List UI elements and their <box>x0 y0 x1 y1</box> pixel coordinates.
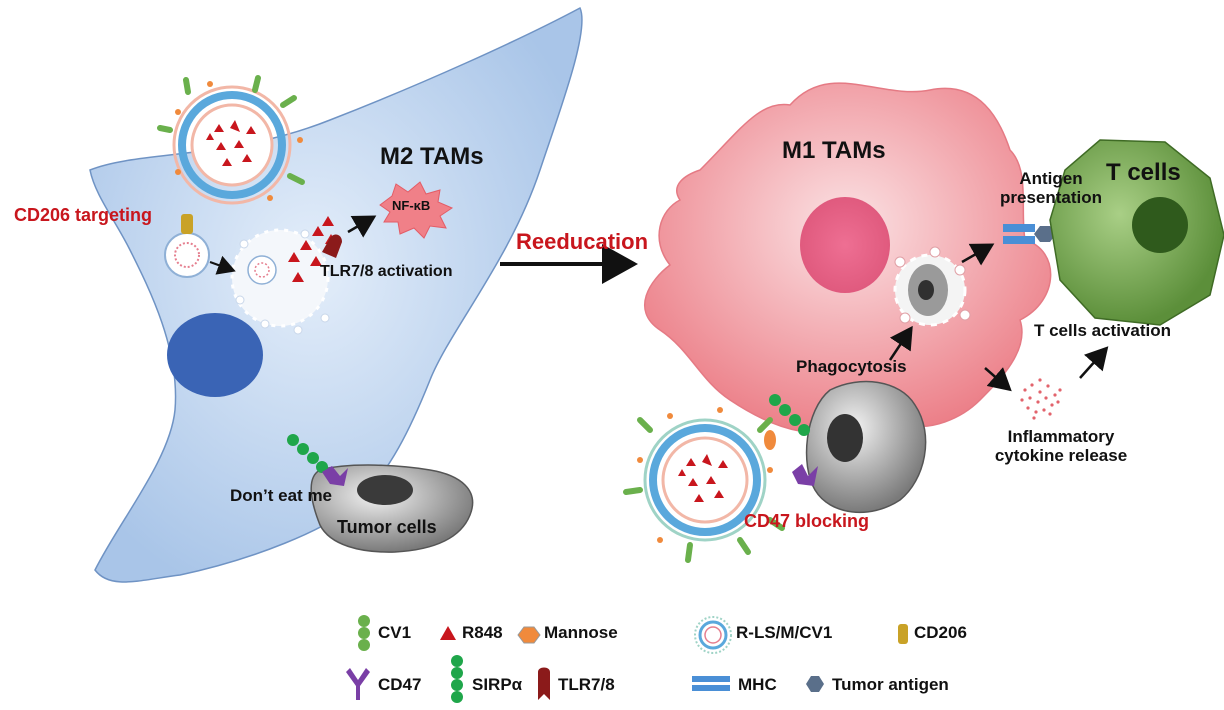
legend-tumor-antigen-label: Tumor antigen <box>832 675 949 694</box>
tumor-antigen <box>1034 226 1056 242</box>
sirpa-right <box>769 394 810 436</box>
endosome-dots <box>235 229 330 335</box>
legend-cv1-icon <box>358 615 370 651</box>
cd47-left <box>322 466 348 486</box>
legend-sirpa-label: SIRPα <box>472 675 523 694</box>
legend-cd47-label: CD47 <box>378 675 422 694</box>
t-cells-activation-label: T cells activation <box>1034 321 1171 340</box>
legend-cv1-label: CV1 <box>378 623 412 642</box>
nfkb-label: NF-κB <box>392 198 431 213</box>
legend-tlr78-label: TLR7/8 <box>558 675 615 694</box>
mhc <box>1003 224 1035 232</box>
antigen-presentation-line2: presentation <box>999 187 1103 207</box>
tlr78-receptor <box>322 234 342 258</box>
endocytosed-nanoparticle <box>164 232 210 278</box>
reeducation-label: Reeducation <box>516 229 649 254</box>
nanoparticle-bottom <box>623 407 785 563</box>
legend-cd47-icon <box>346 668 370 700</box>
legend-nanoparticle-label: R-LS/M/CV1 <box>736 623 833 642</box>
cd47-right <box>792 464 818 486</box>
cd206-receptor <box>181 214 193 234</box>
tumor-cells-label: Tumor cells <box>337 517 437 537</box>
t-cells-label: T cells <box>1106 159 1181 186</box>
m2-tams-label: M2 TAMs <box>380 143 484 170</box>
cytokine-cloud <box>1020 378 1062 420</box>
inflammatory-line1: Inflammatory <box>1007 427 1115 446</box>
legend-tumor-antigen-icon <box>806 676 824 692</box>
mannose-receptor-right <box>764 430 776 450</box>
antigen-presentation-line1: Antigen <box>1019 169 1083 188</box>
m2-nucleus <box>167 313 263 397</box>
inflammatory-cytokine-label: Inflammatory cytokine release <box>976 427 1146 465</box>
legend-mhc-label: MHC <box>738 675 777 694</box>
dont-eat-me-label: Don’t eat me <box>230 486 333 505</box>
m1-nucleus <box>800 197 890 293</box>
cd47-blocking-label: CD47 blocking <box>744 511 870 531</box>
tlr-activation-label: TLR7/8 activation <box>320 263 453 280</box>
tumor-cell-right <box>805 380 927 513</box>
antigen-presentation-label: Antigen presentation <box>982 169 1120 207</box>
legend-mannose-label: Mannose <box>544 623 618 642</box>
sirpa-left <box>287 434 328 473</box>
legend-cd206-icon <box>898 624 908 644</box>
legend-sirpa-icon <box>451 655 463 703</box>
legend-r848-icon <box>440 626 456 640</box>
legend-r848-label: R848 <box>462 623 503 642</box>
m1-tams-label: M1 TAMs <box>782 137 886 164</box>
legend-mannose-icon <box>517 626 541 644</box>
inflammatory-line2: cytokine release <box>994 445 1128 465</box>
legend-mhc-icon <box>692 676 730 682</box>
legend-tlr78-icon <box>538 667 550 700</box>
cd206-targeting-label: CD206 targeting <box>14 205 153 225</box>
legend-cd206-label: CD206 <box>914 623 967 642</box>
nfkb-starburst <box>379 181 454 239</box>
m2-endosome <box>230 228 330 328</box>
tumor-cell-left <box>310 464 474 553</box>
nanoparticle-top <box>157 75 305 205</box>
phagocytosis-label: Phagocytosis <box>796 357 907 376</box>
legend-nanoparticle-icon <box>694 616 732 654</box>
